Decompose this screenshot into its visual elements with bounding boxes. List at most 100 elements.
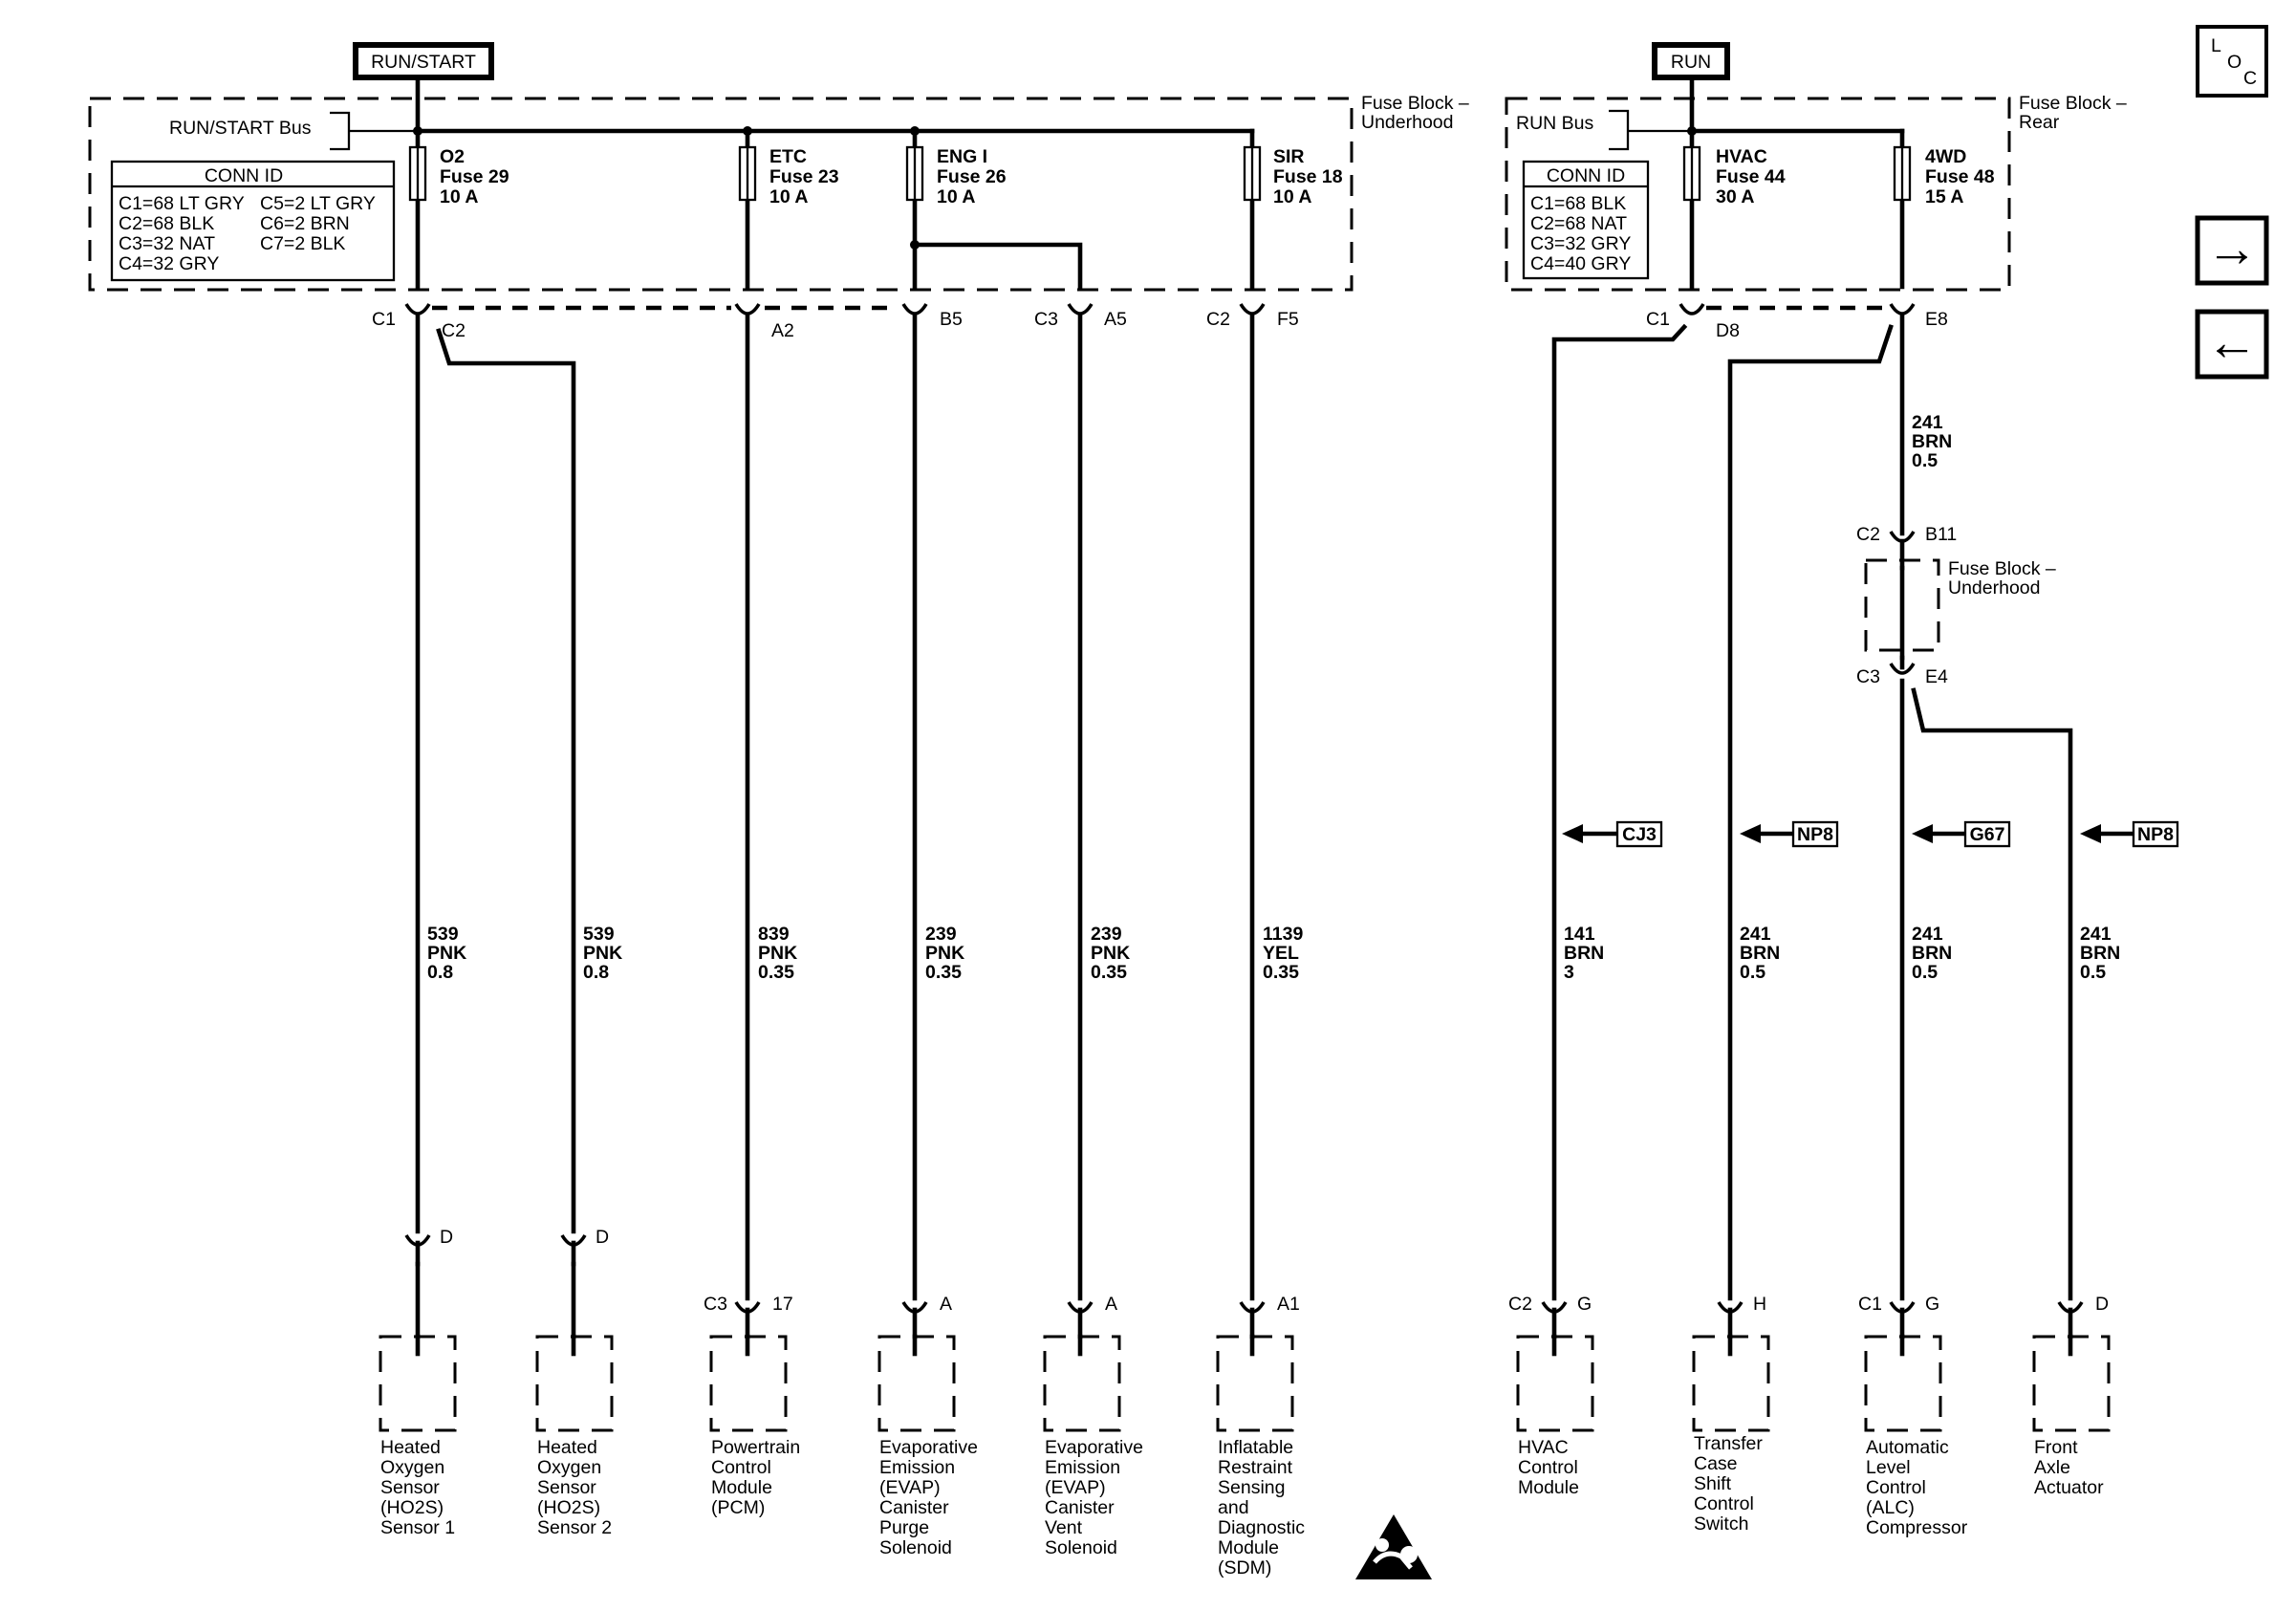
svg-text:C3: C3 (1034, 309, 1058, 330)
svg-text:Axle: Axle (2034, 1457, 2070, 1478)
fuse-sir: SIR Fuse 18 10 A (1243, 128, 1343, 290)
wire-label-1: 539 PNK 0.8 (427, 924, 466, 983)
svg-text:Restraint: Restraint (1218, 1457, 1293, 1478)
component-front-axle-actuator[interactable]: Front Axle Actuator (2032, 1335, 2111, 1498)
conn-id-table-rear: CONN ID C1=68 BLK C2=68 NAT C3=32 GRY C4… (1522, 160, 1650, 280)
loc-icon[interactable]: L O C (2196, 25, 2268, 98)
svg-text:0.35: 0.35 (1263, 962, 1299, 983)
svg-text:Shift: Shift (1694, 1473, 1732, 1494)
svg-text:Control: Control (711, 1457, 771, 1478)
svg-text:A: A (940, 1294, 952, 1315)
ref-arrow-cj3[interactable]: CJ3 (1562, 820, 1663, 848)
svg-text:NP8: NP8 (2137, 824, 2174, 845)
svg-text:Oxygen: Oxygen (537, 1457, 601, 1478)
svg-text:Fuse 48: Fuse 48 (1925, 166, 1995, 187)
svg-text:(ALC): (ALC) (1866, 1497, 1915, 1518)
component-evap-vent-solenoid[interactable]: Evaporative Emission (EVAP) Canister Ven… (1043, 1335, 1143, 1558)
component-evap-purge-solenoid[interactable]: Evaporative Emission (EVAP) Canister Pur… (877, 1335, 978, 1558)
svg-text:C2: C2 (442, 320, 466, 341)
svg-text:C1: C1 (1646, 309, 1670, 330)
svg-text:YEL: YEL (1263, 943, 1299, 964)
svg-text:Solenoid: Solenoid (879, 1537, 952, 1558)
run-label: RUN (1652, 42, 1730, 80)
svg-text:Rear: Rear (2019, 112, 2060, 133)
svg-text:CONN ID: CONN ID (205, 165, 283, 186)
svg-text:and: and (1218, 1497, 1249, 1518)
next-page-button[interactable]: → (2195, 215, 2269, 286)
svg-text:Sensor 1: Sensor 1 (380, 1517, 455, 1538)
svg-text:Front: Front (2034, 1437, 2078, 1458)
svg-text:PNK: PNK (925, 943, 964, 964)
svg-text:B11: B11 (1925, 524, 1957, 545)
svg-text:Fuse Block –: Fuse Block – (1361, 93, 1469, 114)
svg-text:141: 141 (1564, 924, 1595, 945)
o2-inline-connectors: D D (404, 1227, 609, 1339)
svg-text:A: A (1105, 1294, 1117, 1315)
svg-text:C1=68 BLK: C1=68 BLK (1530, 193, 1626, 214)
wire-label-8: 241 BRN 0.5 (1740, 924, 1780, 983)
svg-text:Fuse Block –: Fuse Block – (1948, 558, 2056, 579)
svg-text:Sensor: Sensor (537, 1477, 596, 1498)
component-alc-compressor[interactable]: Automatic Level Control (ALC) Compressor (1864, 1335, 1968, 1538)
component-transfer-case-switch[interactable]: Transfer Case Shift Control Switch (1692, 1335, 1770, 1535)
terminal-stubs (415, 1334, 2073, 1357)
svg-text:HVAC: HVAC (1518, 1437, 1569, 1458)
svg-text:0.5: 0.5 (2080, 962, 2106, 983)
fuse-etc: ETC Fuse 23 10 A (738, 128, 839, 290)
svg-text:SIR: SIR (1273, 146, 1305, 167)
svg-text:C2: C2 (1206, 309, 1230, 330)
ref-arrow-g67[interactable]: G67 (1912, 820, 2011, 848)
arrow-left-icon: ← (2206, 314, 2258, 371)
svg-text:15 A: 15 A (1925, 186, 1963, 207)
right-wires (1551, 313, 2073, 1301)
component-sdm[interactable]: Inflatable Restraint Sensing and Diagnos… (1216, 1335, 1305, 1578)
ref-arrow-np8-2[interactable]: NP8 (2080, 820, 2179, 848)
svg-text:C1: C1 (372, 309, 396, 330)
svg-text:E4: E4 (1925, 666, 1948, 687)
svg-text:H: H (1753, 1294, 1766, 1315)
svg-text:O: O (2227, 52, 2242, 73)
fuse-4wd: 4WD Fuse 48 15 A (1893, 128, 1995, 290)
component-pcm[interactable]: Powertrain Control Module (PCM) (709, 1335, 800, 1518)
svg-text:0.8: 0.8 (583, 962, 609, 983)
component-ho2s-sensor-2[interactable]: Heated Oxygen Sensor (HO2S) Sensor 2 (535, 1335, 614, 1538)
component-connectors: C3 17 A A A1 C2 G H C1 G D (704, 1294, 2109, 1339)
svg-text:G: G (1925, 1294, 1939, 1315)
svg-text:CJ3: CJ3 (1622, 824, 1657, 845)
svg-text:Actuator: Actuator (2034, 1477, 2104, 1498)
svg-text:Compressor: Compressor (1866, 1517, 1968, 1538)
svg-text:PNK: PNK (758, 943, 797, 964)
svg-text:Purge: Purge (879, 1517, 929, 1538)
svg-text:ENG I: ENG I (937, 146, 987, 167)
svg-text:Diagnostic: Diagnostic (1218, 1517, 1305, 1538)
svg-text:Vent: Vent (1045, 1517, 1083, 1538)
previous-page-button[interactable]: ← (2195, 309, 2269, 380)
svg-text:PNK: PNK (1091, 943, 1130, 964)
left-block-connectors: C1 C2 A2 B5 C3 A5 C2 F5 (372, 303, 1299, 341)
svg-text:239: 239 (925, 924, 957, 945)
svg-text:Fuse 23: Fuse 23 (769, 166, 839, 187)
svg-text:30 A: 30 A (1716, 186, 1754, 207)
component-hvac-control-module[interactable]: HVAC Control Module (1516, 1335, 1594, 1498)
run-bus-label: RUN Bus (1516, 113, 1594, 134)
svg-text:0.35: 0.35 (1091, 962, 1127, 983)
svg-text:O2: O2 (440, 146, 465, 167)
svg-text:Switch: Switch (1694, 1513, 1748, 1535)
svg-text:(EVAP): (EVAP) (879, 1477, 941, 1498)
svg-text:D: D (2095, 1294, 2109, 1315)
svg-text:C3=32 GRY: C3=32 GRY (1530, 233, 1631, 254)
component-ho2s-sensor-1[interactable]: Heated Oxygen Sensor (HO2S) Sensor 1 (379, 1335, 457, 1538)
svg-text:Transfer: Transfer (1694, 1433, 1763, 1454)
svg-text:Fuse 44: Fuse 44 (1716, 166, 1786, 187)
svg-text:(PCM): (PCM) (711, 1497, 765, 1518)
svg-text:G: G (1577, 1294, 1592, 1315)
svg-text:Oxygen: Oxygen (380, 1457, 444, 1478)
fuse-o2: O2 Fuse 29 10 A (408, 128, 509, 290)
svg-text:E8: E8 (1925, 309, 1948, 330)
svg-text:B5: B5 (940, 309, 963, 330)
svg-text:Control: Control (1694, 1493, 1754, 1514)
ref-arrow-np8-1[interactable]: NP8 (1740, 820, 1839, 848)
fuse-block-underhood: Fuse Block – Underhood RUN/START Bus CON… (88, 77, 1469, 292)
svg-text:10 A: 10 A (769, 186, 808, 207)
svg-text:C3: C3 (1856, 666, 1880, 687)
